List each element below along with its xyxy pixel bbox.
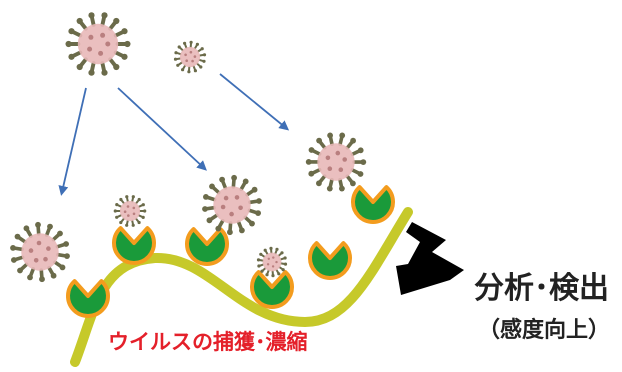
- receptor-icon: [112, 226, 156, 265]
- arrow-icon: [219, 73, 290, 131]
- virus-movement-arrows: [58, 73, 290, 196]
- big-arrow-icon: [396, 222, 464, 295]
- virus-icon: [305, 132, 367, 192]
- receptor-icon: [250, 270, 294, 309]
- receptor-icon: [185, 227, 229, 266]
- arrow-icon: [58, 87, 87, 196]
- capture-caption: ウイルスの捕獲･濃縮: [108, 330, 308, 354]
- virus-icon: [173, 40, 207, 74]
- receptor-icon: [351, 185, 395, 224]
- receptor-group: [66, 185, 395, 318]
- arrow-icon: [117, 87, 207, 171]
- virus-icon: [10, 221, 70, 283]
- receptor-icon: [308, 241, 352, 280]
- virus-icon: [256, 246, 288, 278]
- virus-icon: [202, 174, 262, 236]
- result-title: 分析･検出: [474, 271, 609, 306]
- virus-icon: [113, 195, 147, 227]
- virus-icon: [65, 12, 131, 76]
- virus-group: [10, 12, 367, 283]
- result-note: （感度向上）: [478, 318, 611, 343]
- receptor-icon: [66, 279, 110, 318]
